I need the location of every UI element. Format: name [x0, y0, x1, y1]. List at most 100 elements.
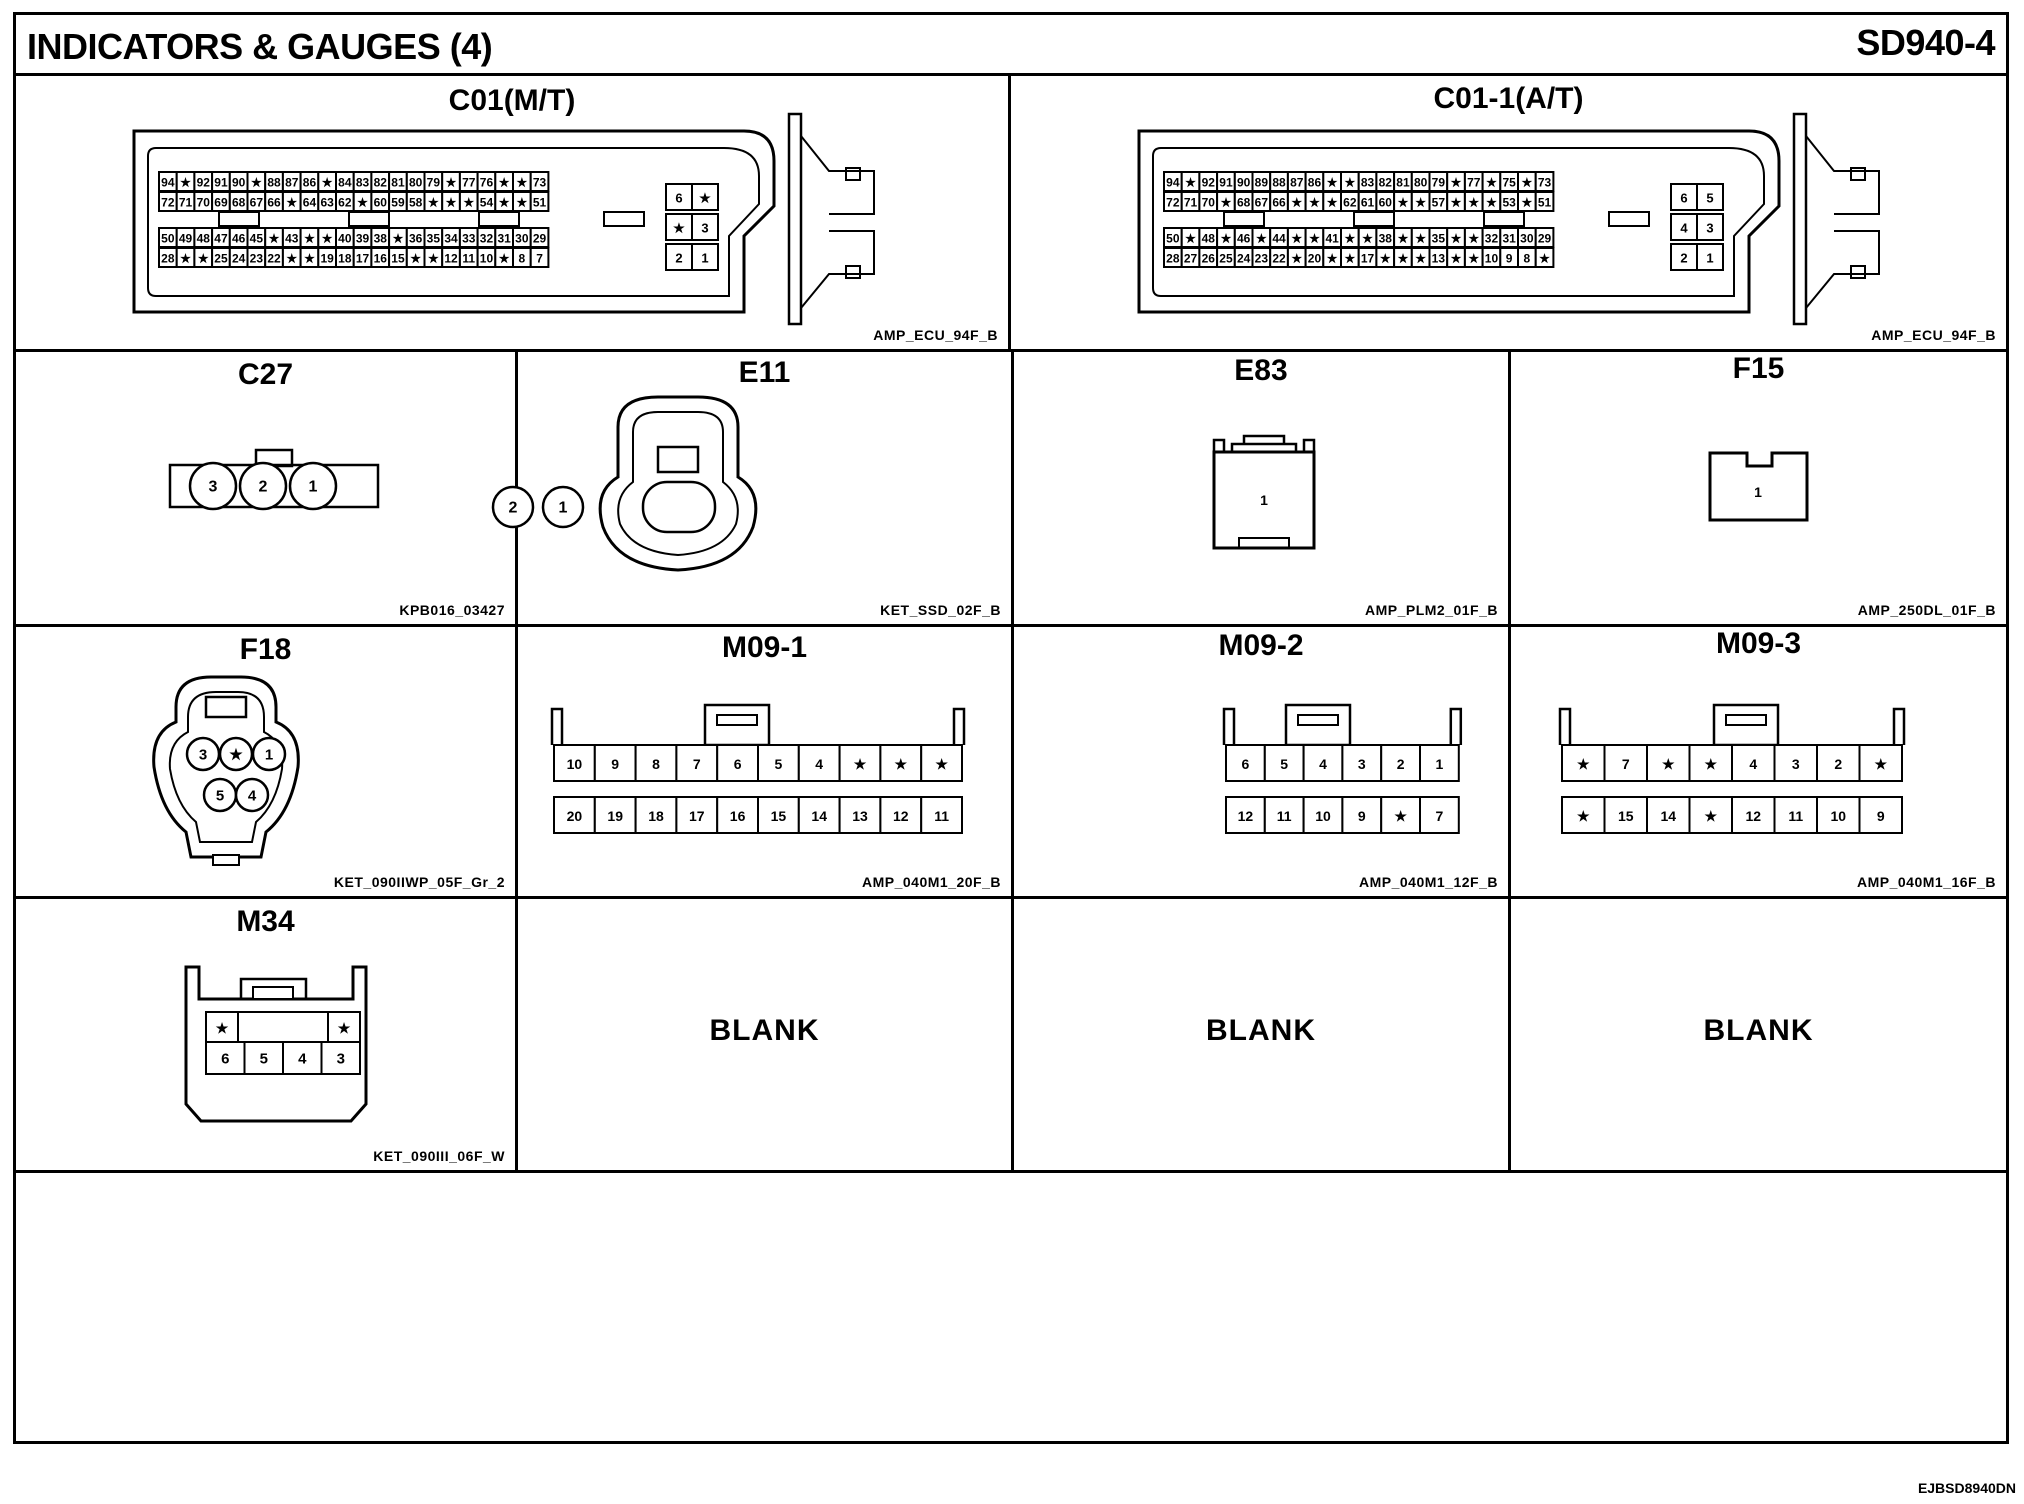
- blocked-pin-marker: ★: [1344, 232, 1355, 246]
- blocked-pin-marker: ★: [1486, 176, 1497, 190]
- connector-post: [550, 707, 564, 745]
- connector-part-number: AMP_250DL_01F_B: [1857, 602, 1996, 618]
- connector-housing: [1708, 451, 1809, 522]
- pin-label: 17: [356, 252, 370, 266]
- pin-label: 73: [1538, 176, 1552, 190]
- pin-cavity: [838, 796, 882, 834]
- connector-key: [1223, 211, 1265, 227]
- blocked-pin-marker: ★: [322, 232, 333, 246]
- pin-label: 5: [260, 1051, 268, 1068]
- f15-connector-drawing: 1: [1708, 451, 1809, 522]
- pin-label: 4: [1319, 756, 1327, 772]
- blocked-pin-marker: ★: [338, 1020, 351, 1036]
- pin-cavity: [1858, 744, 1903, 782]
- pin-cavity: [1731, 744, 1776, 782]
- pin-label: 4: [1680, 221, 1688, 236]
- pin-label: 87: [1290, 176, 1304, 190]
- pin-label: 11: [1788, 808, 1803, 824]
- connector-part-number: AMP_040M1_12F_B: [1358, 874, 1498, 890]
- pin-label: 91: [214, 176, 228, 190]
- blocked-pin-marker: ★: [393, 232, 404, 246]
- pin-label: 70: [1202, 196, 1216, 210]
- pin-label: 32: [1485, 232, 1499, 246]
- pin-label: 19: [607, 808, 623, 824]
- blocked-pin-marker: ★: [1468, 252, 1479, 266]
- blocked-pin-marker: ★: [1451, 176, 1462, 190]
- pin-cavity: [1670, 243, 1698, 271]
- pin-label: 1: [309, 479, 318, 496]
- connector-inner-shell: [168, 691, 284, 843]
- pin-cavity: [1534, 247, 1555, 268]
- pin-cavity: [1225, 796, 1266, 834]
- pin-label: 13: [1432, 252, 1446, 266]
- pin-cavity: [1341, 744, 1383, 782]
- pin-cavity: [879, 796, 923, 834]
- connector-title: C01(M/T): [448, 84, 576, 117]
- blocked-pin-marker: ★: [1309, 232, 1320, 246]
- blocked-pin-marker: ★: [499, 176, 510, 190]
- blocked-pin-marker: ★: [1486, 196, 1497, 210]
- pin-label: 88: [1272, 176, 1286, 190]
- blocked-pin-marker: ★: [516, 196, 527, 210]
- connector-part-number: AMP_ECU_94F_B: [873, 327, 998, 343]
- connector-housing: [1137, 129, 1781, 314]
- connector-latch: [212, 854, 240, 866]
- connector-title: F15: [1732, 352, 1785, 385]
- blocked-pin-marker: ★: [1309, 196, 1320, 210]
- pin-cavity: [234, 777, 270, 813]
- pin-label: 24: [232, 252, 246, 266]
- pin-cavity: [691, 243, 719, 271]
- pin-label: 3: [337, 1051, 345, 1068]
- connector-key: [1483, 211, 1525, 227]
- blocked-pin-marker: ★: [1291, 232, 1302, 246]
- blocked-pin-marker: ★: [446, 176, 457, 190]
- pin-label: 17: [689, 808, 705, 824]
- connector-key: [348, 211, 390, 227]
- pin-cavity: [541, 485, 585, 529]
- blocked-pin-marker: ★: [410, 252, 421, 266]
- pin-cavity: [1646, 796, 1691, 834]
- pin-label: 4: [248, 788, 257, 805]
- pin-cavity: [320, 1041, 361, 1075]
- blocked-pin-marker: ★: [1256, 232, 1267, 246]
- pin-cavity: [243, 1041, 284, 1075]
- blocked-pin-marker: ★: [1704, 756, 1717, 772]
- pin-cavity: [529, 247, 550, 268]
- pin-label: 83: [1361, 176, 1375, 190]
- pin-label: 3: [199, 747, 207, 764]
- pin-label: 2: [509, 500, 518, 517]
- pin-label: 41: [1325, 232, 1339, 246]
- connector-key: [218, 211, 260, 227]
- pin-label: 10: [480, 252, 494, 266]
- sheet-code: SD940-4: [1856, 22, 1995, 63]
- connector-title: F18: [239, 633, 292, 666]
- pin-cavity: [797, 744, 841, 782]
- blocked-pin-marker: ★: [1398, 252, 1409, 266]
- pin-cavity: [282, 1041, 323, 1075]
- blocked-pin-marker: ★: [1415, 232, 1426, 246]
- pin-cavity: [593, 744, 637, 782]
- pin-label: 71: [179, 196, 193, 210]
- pin-label: 90: [1237, 176, 1251, 190]
- pin-cavity: [879, 744, 923, 782]
- pin-label: 35: [427, 232, 441, 246]
- pin-label: 7: [1622, 756, 1630, 772]
- pin-cavity: [691, 213, 719, 241]
- pin-label: 33: [462, 232, 476, 246]
- pin-label: 2: [259, 479, 268, 496]
- pin-label: 28: [1166, 252, 1180, 266]
- pin-label: 92: [197, 176, 211, 190]
- pin-label: 43: [285, 232, 299, 246]
- pin-label: 1: [1436, 756, 1444, 772]
- pin-label: 72: [161, 196, 175, 210]
- connector-latch: [1805, 135, 1880, 309]
- sheet-title: INDICATORS & GAUGES (4): [27, 26, 493, 67]
- pin-cavity: [1419, 744, 1460, 782]
- pin-label: 57: [1432, 196, 1446, 210]
- blocked-pin-marker: ★: [286, 196, 297, 210]
- connector-pin-frame: [641, 480, 717, 534]
- connector-latch: [1212, 434, 1316, 452]
